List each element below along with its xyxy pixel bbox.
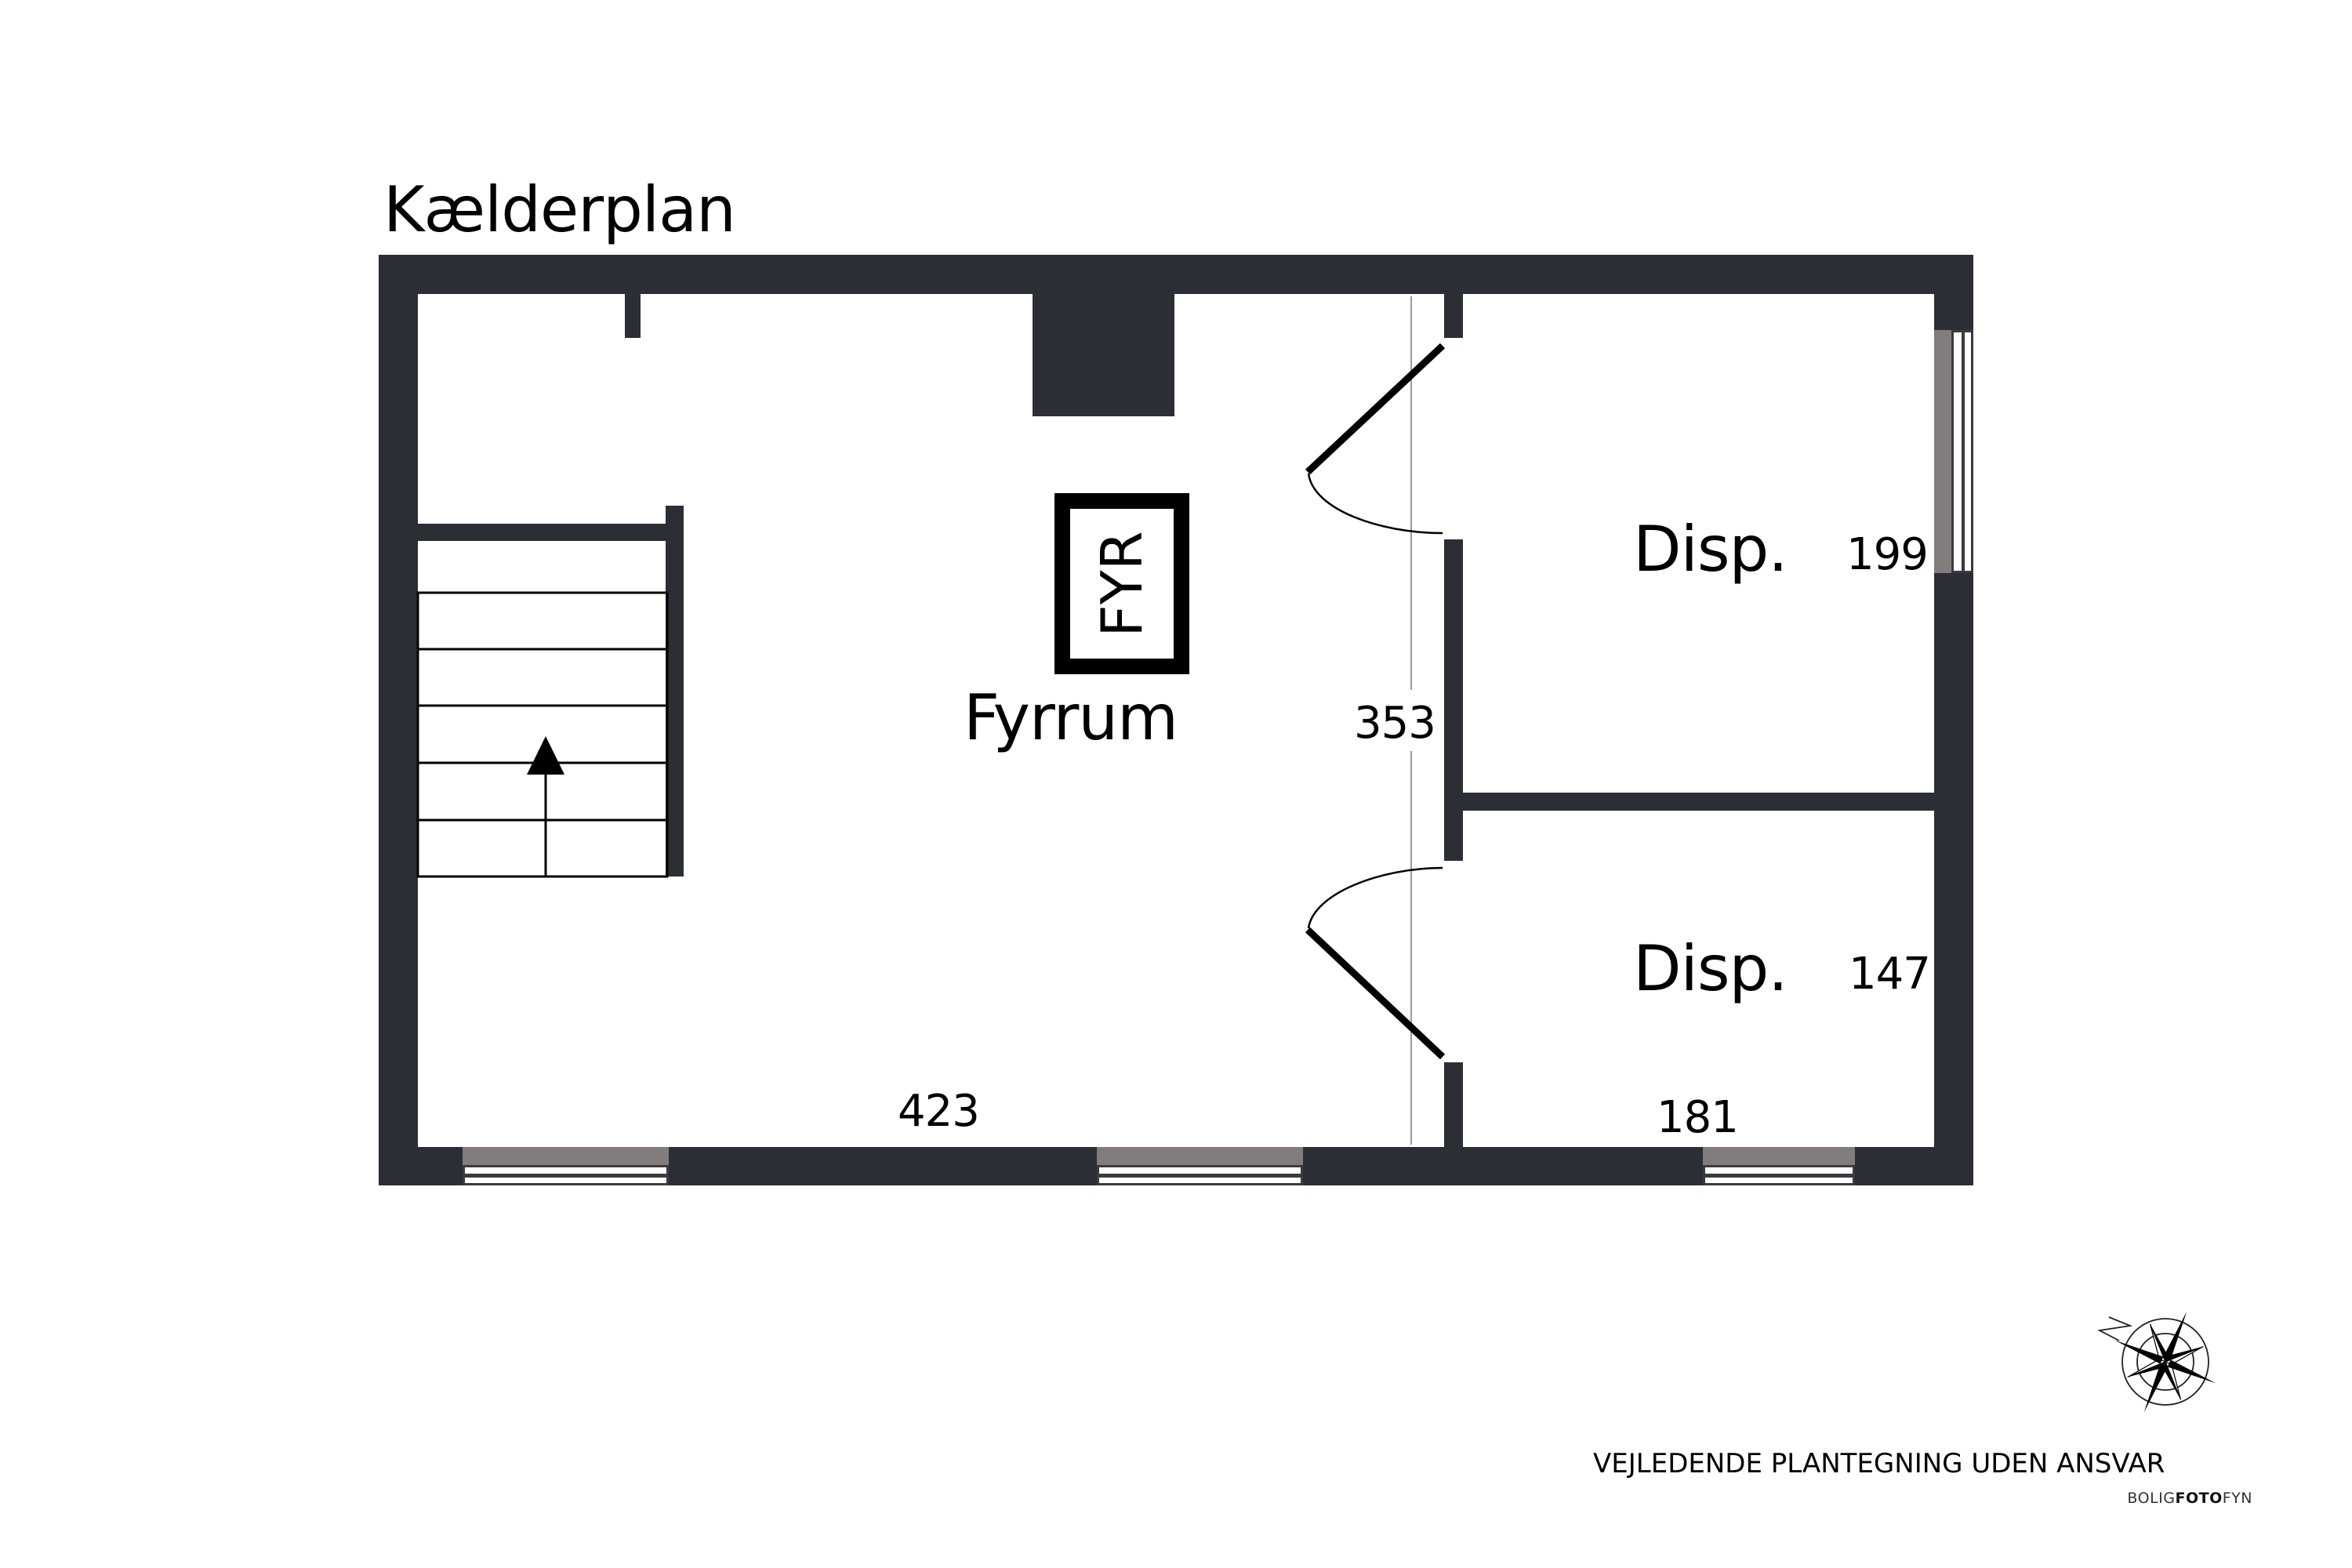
boiler-fyr: FYR: [1054, 493, 1189, 674]
door-top: [1305, 343, 1446, 535]
wall-stub-top: [625, 294, 641, 338]
plan-title: Kælderplan: [383, 173, 736, 246]
dimension-fyrrum-depth: 353: [1354, 698, 1436, 749]
chimney: [1033, 294, 1174, 416]
room-label-disp-lower: Disp.: [1633, 932, 1788, 1005]
outer-wall-top: [379, 255, 1973, 294]
brand-logo: BOLIGFOTOFYN: [2127, 1491, 2252, 1506]
partition-wall-middle: [1444, 539, 1463, 861]
arrow-up-icon: [527, 736, 564, 775]
dimension-fyrrum-width: 423: [898, 1086, 980, 1137]
dimension-disp-lower: 147: [1849, 949, 1931, 1000]
brand-part-2: FYN: [2222, 1490, 2252, 1507]
brand-part-1: BOLIG: [2127, 1490, 2176, 1507]
boiler-label: FYR: [1089, 530, 1155, 637]
dimension-disp-lower-width: 181: [1657, 1092, 1739, 1143]
outer-wall-left: [379, 255, 418, 1185]
room-label-fyrrum: Fyrrum: [964, 681, 1178, 754]
room-label-disp-upper: Disp.: [1633, 513, 1788, 586]
door-bottom: [1305, 866, 1446, 1060]
dimension-disp-upper: 199: [1846, 529, 1929, 580]
north-marker-icon: [2097, 1316, 2133, 1341]
staircase: [416, 591, 669, 878]
partition-wall-horizontal: [1463, 793, 1934, 811]
stair-wall-right: [666, 506, 684, 877]
partition-stub-bottom: [1444, 1062, 1463, 1147]
stair-wall-top: [418, 524, 666, 541]
disclaimer-text: VEJLEDENDE PLANTEGNING UDEN ANSVAR: [1593, 1448, 2165, 1479]
compass-rose-icon: [2097, 1311, 2216, 1413]
brand-part-bold: FOTO: [2175, 1490, 2223, 1507]
partition-stub-top: [1444, 294, 1463, 338]
